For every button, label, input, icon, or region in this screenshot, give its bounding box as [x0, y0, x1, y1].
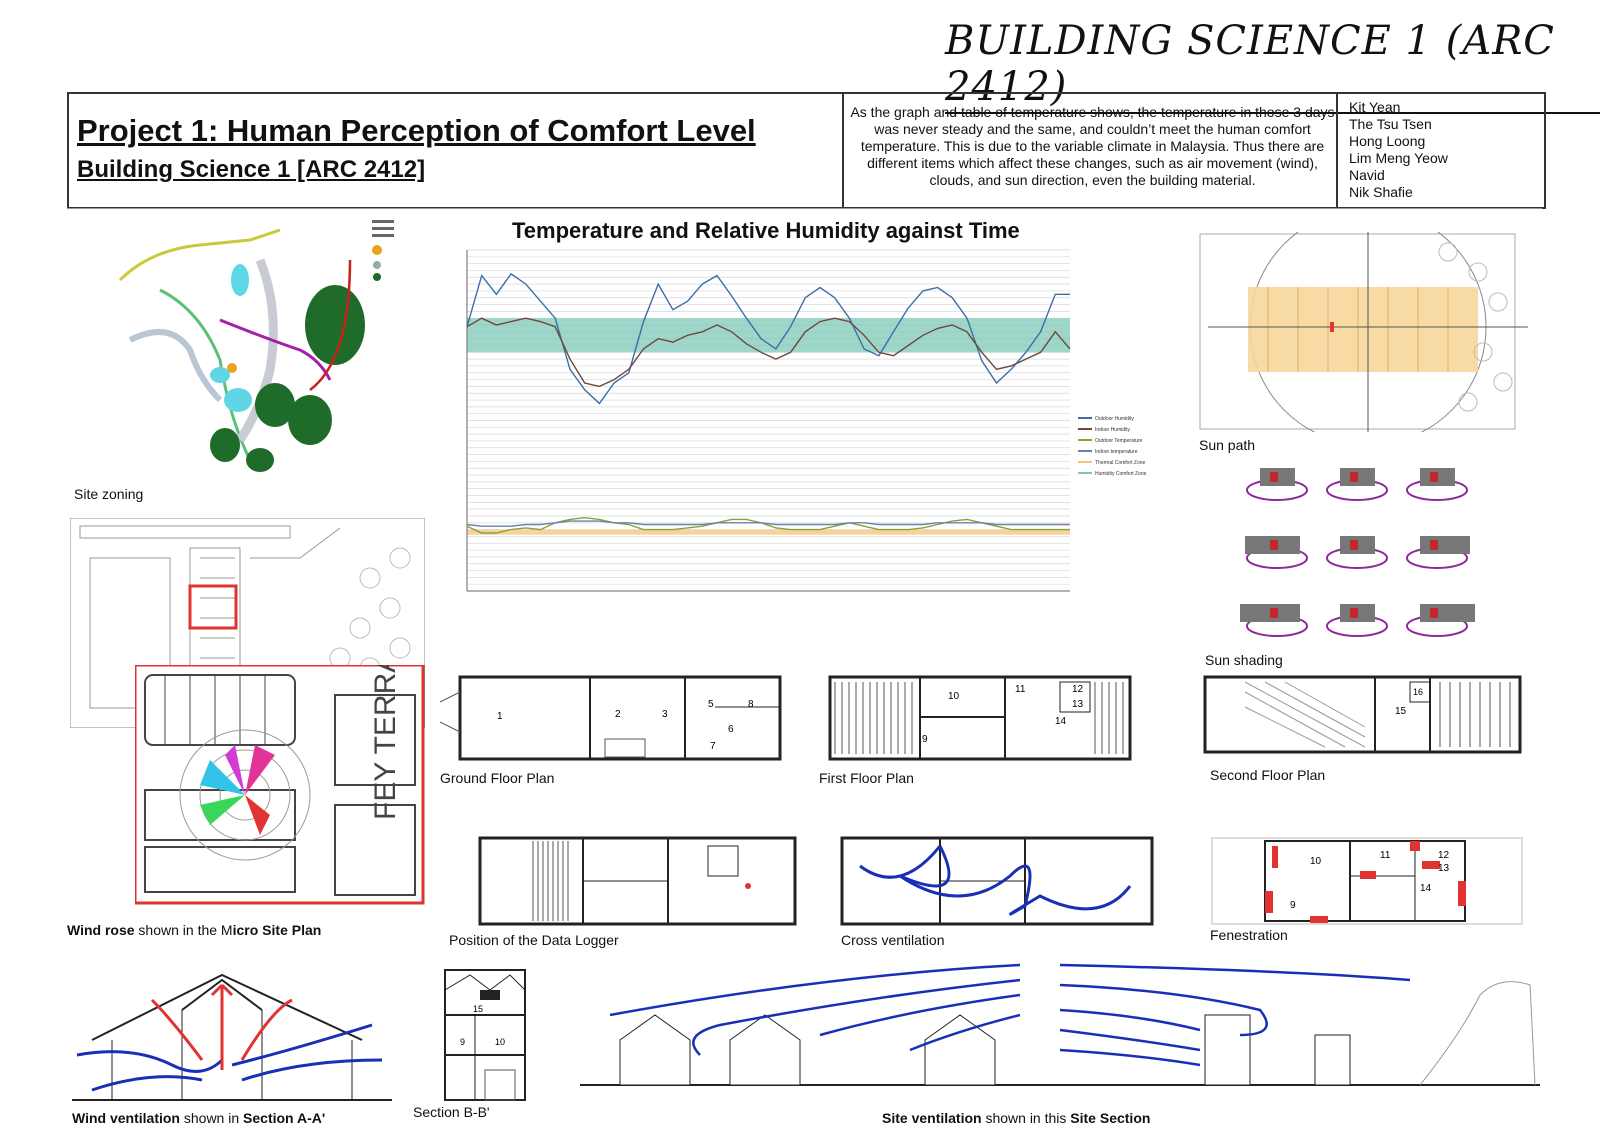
member-name: Kit Yean	[1349, 99, 1401, 115]
svg-text:10: 10	[948, 691, 960, 702]
site-section	[580, 963, 1540, 1086]
caption-site-zoning: Site zoning	[74, 486, 144, 502]
caption-ground-floor: Ground Floor Plan	[440, 770, 555, 786]
series-line	[466, 272, 1070, 405]
svg-text:14: 14	[1420, 883, 1432, 894]
series-line	[466, 516, 1070, 534]
svg-text:15: 15	[1395, 706, 1407, 717]
member-name: Navid	[1349, 167, 1385, 183]
member-name: Nik Shafie	[1349, 184, 1413, 200]
sun-shading-diagrams	[1240, 468, 1475, 637]
svg-text:12: 12	[1438, 850, 1450, 861]
svg-text:14: 14	[1055, 716, 1067, 727]
series-line	[466, 317, 1071, 388]
series-line	[466, 520, 1070, 527]
svg-text:9: 9	[460, 1037, 465, 1047]
member-name: Hong Loong	[1349, 133, 1426, 149]
comfort-band	[467, 529, 1070, 535]
chart-title: Temperature and Relative Humidity agains…	[512, 218, 1020, 243]
svg-text:11: 11	[1380, 850, 1391, 861]
svg-text:10: 10	[495, 1037, 505, 1047]
member-name: The Tsu Tsen	[1349, 116, 1432, 132]
caption-section-bb: Section B-B'	[413, 1104, 490, 1120]
svg-text:2: 2	[615, 709, 621, 720]
legend-label: Outdoor Temperature	[1095, 438, 1143, 444]
caption-wind-ventilation: Wind ventilation shown in Section A-A'	[72, 1110, 325, 1126]
header-divider	[1336, 92, 1338, 207]
legend-label: Humidity Comfort Zone	[1095, 471, 1147, 477]
svg-text:15: 15	[473, 1004, 483, 1014]
caption-cross-ventilation: Cross ventilation	[841, 932, 945, 948]
svg-text:8: 8	[748, 699, 754, 710]
svg-text:9: 9	[922, 734, 928, 745]
legend-label: Outdoor Humidity	[1095, 416, 1134, 422]
svg-text:16: 16	[1413, 687, 1423, 697]
data-logger-plan	[478, 836, 797, 926]
caption-bold: Site Section	[1070, 1110, 1151, 1126]
comfort-band	[467, 318, 1070, 353]
caption-site-ventilation: Site ventilation shown in this Site Sect…	[882, 1110, 1150, 1126]
project-subtitle: Building Science 1 [ARC 2412]	[77, 156, 426, 183]
caption-text: shown in	[179, 1110, 244, 1126]
caption-bold: Wind rose	[67, 922, 135, 938]
legend-label: Thermal Comfort Zone	[1095, 460, 1146, 466]
caption-fenestration: Fenestration	[1210, 927, 1288, 943]
caption-text: shown in this	[981, 1110, 1071, 1126]
member-list: Kit Yean The Tsu Tsen Hong Loong Lim Men…	[1349, 99, 1448, 201]
caption-sun-shading: Sun shading	[1205, 652, 1283, 668]
ground-floor-plan: 1 2 3 5 8 6 7	[440, 675, 782, 761]
svg-text:9: 9	[1290, 900, 1296, 911]
legend-label: Indoor Humidity	[1095, 427, 1131, 433]
svg-text:13: 13	[1438, 863, 1450, 874]
caption-bold: icro Site Plan	[232, 922, 322, 938]
member-name: Lim Meng Yeow	[1349, 150, 1448, 166]
fenestration-plan: 10 11 12 13 14 9	[1211, 837, 1523, 925]
header-divider	[842, 92, 844, 207]
legend-label: Indoor temperature	[1095, 449, 1138, 455]
caption-bold: Wind ventilation	[72, 1110, 180, 1126]
svg-text:6: 6	[728, 724, 734, 735]
first-floor-plan: 10 11 12 13 14 9	[828, 675, 1132, 761]
svg-text:1: 1	[497, 711, 503, 722]
caption-wind-rose: Wind rose shown in the Micro Site Plan	[67, 922, 321, 938]
svg-text:11: 11	[1015, 684, 1026, 695]
caption-text: shown in the M	[134, 922, 233, 938]
svg-text:13: 13	[1072, 699, 1084, 710]
svg-text:10: 10	[1310, 856, 1322, 867]
caption-data-logger: Position of the Data Logger	[449, 932, 619, 948]
caption-bold: Section A-A'	[243, 1110, 326, 1126]
svg-text:5: 5	[708, 699, 714, 710]
sun-path-diagram	[1199, 232, 1528, 432]
header-rule	[67, 208, 1542, 209]
caption-first-floor: First Floor Plan	[819, 770, 914, 786]
caption-sun-path: Sun path	[1199, 437, 1256, 453]
svg-text:7: 7	[710, 741, 716, 752]
summary-text: As the graph and table of temperature sh…	[850, 104, 1335, 188]
project-title: Project 1: Human Perception of Comfort L…	[77, 113, 756, 148]
cross-ventilation-plan	[840, 836, 1154, 926]
site-zoning-map	[118, 220, 394, 472]
section-aa-wind	[72, 973, 392, 1101]
svg-text:FEY TERRACE: FEY TERRACE	[369, 665, 402, 820]
micro-site-plan: FEY TERRACE	[135, 665, 425, 905]
caption-bold: Site ventilation	[882, 1110, 982, 1126]
caption-second-floor: Second Floor Plan	[1210, 767, 1326, 783]
svg-text:12: 12	[1072, 684, 1084, 695]
svg-text:3: 3	[662, 709, 668, 720]
course-banner: BUILDING SCIENCE 1 (ARC 2412)	[945, 18, 1600, 114]
section-bb: 15 9 10	[444, 969, 526, 1101]
